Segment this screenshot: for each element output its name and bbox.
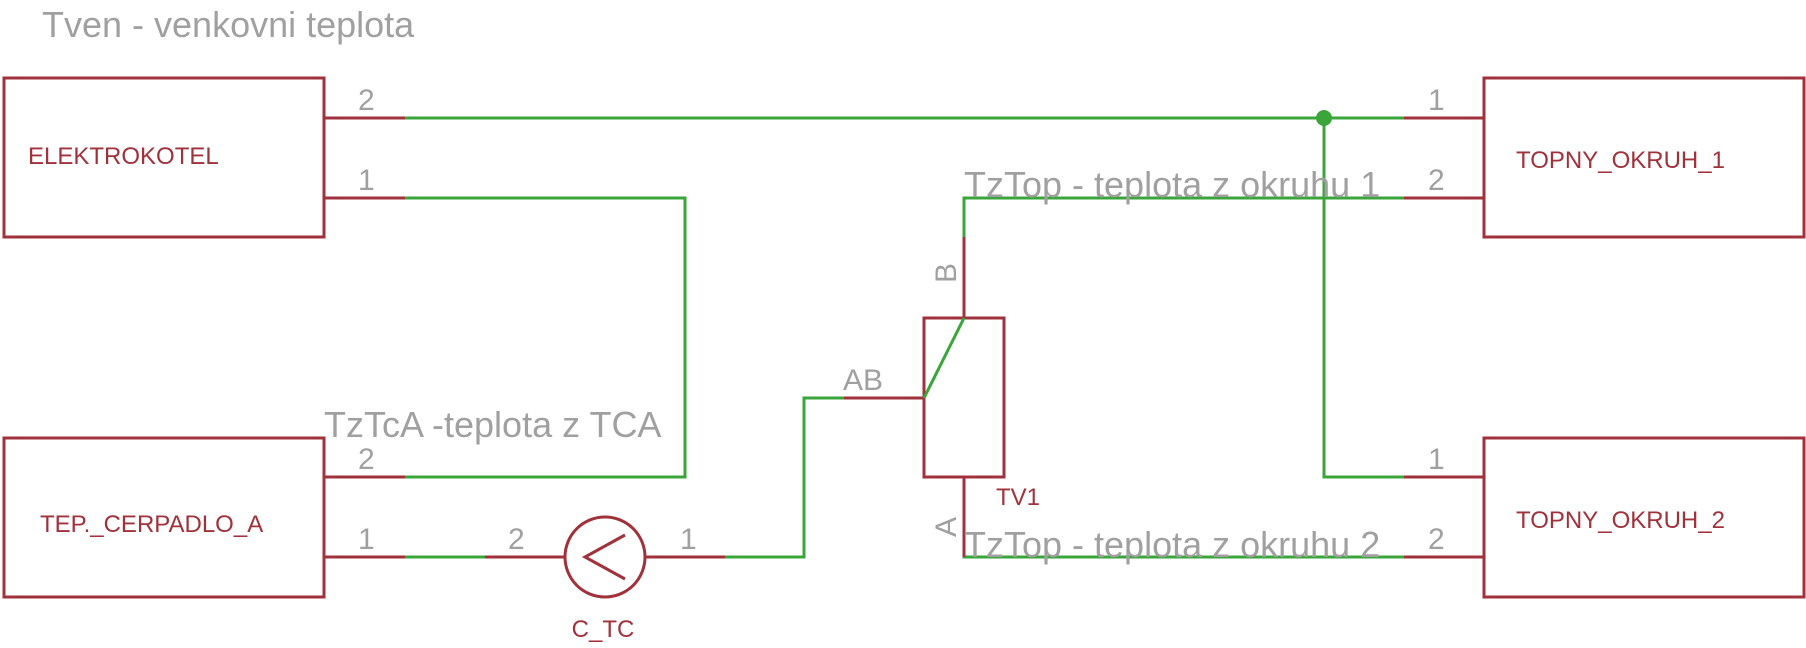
- pump-pin-2-label: 2: [508, 523, 525, 556]
- valve-pin-a-label: A: [930, 517, 963, 537]
- wire-pump-to-valve-ab: [725, 396, 844, 559]
- valve-label: TV1: [996, 484, 1040, 511]
- tep-cerpadlo-pin-1-label: 1: [358, 523, 375, 556]
- elektrokotel-label: ELEKTROKOTEL: [28, 143, 219, 170]
- topny-okruh-1-pin-2-label: 2: [1428, 164, 1445, 197]
- elektrokotel-pin-1-label: 1: [358, 164, 375, 197]
- topny-okruh-2-body: [1482, 436, 1806, 599]
- topny-okruh-2-pin-1-label: 1: [1428, 443, 1445, 476]
- tep-cerpadlo-body: [2, 436, 326, 599]
- topny-okruh-2-pin-2-label: 2: [1428, 523, 1445, 556]
- pump-body: [563, 515, 647, 599]
- valve-pin-b-label: B: [930, 263, 963, 283]
- wire-kotel-to-tca: [405, 196, 687, 479]
- topny-okruh-1-body: [1482, 76, 1806, 239]
- component-elektrokotel[interactable]: ELEKTROKOTEL 2 1: [2, 76, 405, 239]
- wire-valve-b-to-okruh1: [962, 196, 1404, 237]
- topny-okruh-1-pin-1-label: 1: [1428, 84, 1445, 117]
- pump-label: C_TC: [572, 616, 635, 643]
- valve-body: [922, 316, 1006, 479]
- component-tep-cerpadlo[interactable]: TEP._CERPADLO_A 2 1: [2, 436, 405, 599]
- elektrokotel-pin-2-label: 2: [358, 84, 375, 117]
- wire-junction-dot: [1316, 110, 1332, 126]
- topny-okruh-1-label: TOPNY_OKRUH_1: [1516, 147, 1725, 174]
- component-topny-okruh-2[interactable]: TOPNY_OKRUH_2 1 2: [1404, 436, 1806, 599]
- diagram-title: Tven - venkovni teplota: [42, 4, 415, 45]
- pump-direction-icon: [581, 533, 626, 581]
- valve-pin-ab-label: AB: [843, 364, 883, 397]
- annotation-tztop-1: TzTop - teplota z okruhu 1: [964, 164, 1380, 205]
- wire-junction-to-okruh2: [1322, 118, 1404, 479]
- component-topny-okruh-1[interactable]: TOPNY_OKRUH_1 1 2: [1404, 76, 1806, 239]
- annotation-tztca: TzTcA -teplota z TCA: [324, 404, 661, 445]
- valve-switch-state: [922, 317, 966, 399]
- topny-okruh-2-label: TOPNY_OKRUH_2: [1516, 507, 1725, 534]
- elektrokotel-body: [2, 76, 326, 239]
- tep-cerpadlo-label: TEP._CERPADLO_A: [40, 511, 263, 538]
- component-pump[interactable]: 2 1 C_TC: [485, 515, 725, 643]
- pump-pin-1-label: 1: [680, 523, 697, 556]
- annotation-tztop-2: TzTop - teplota z okruhu 2: [964, 524, 1380, 565]
- component-valve[interactable]: AB B A TV1: [843, 237, 1040, 557]
- tep-cerpadlo-pin-2-label: 2: [358, 443, 375, 476]
